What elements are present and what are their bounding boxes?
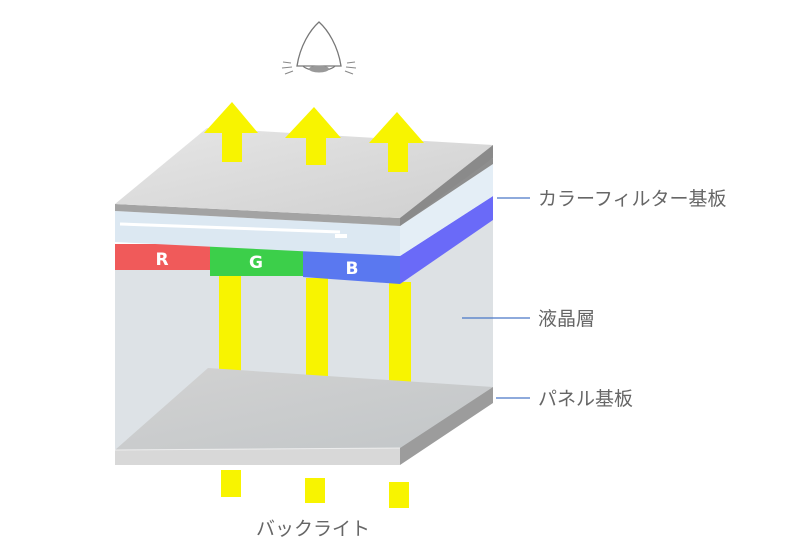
eye-icon: [281, 21, 357, 75]
panel-substrate: [114, 368, 493, 465]
output-arrows: [204, 102, 424, 172]
filter-red: [115, 244, 210, 270]
label-panel: パネル基板: [538, 388, 633, 410]
filter-green: [210, 246, 303, 276]
label-color-filter: カラーフィルター基板: [538, 188, 726, 210]
color-filter-substrate: [115, 128, 493, 256]
color-filter-stripe: R G B: [115, 196, 493, 284]
label-liquid-crystal: 液晶層: [538, 308, 595, 330]
filter-side: [400, 196, 493, 284]
label-backlight: バックライト: [256, 518, 370, 540]
filter-blue-label: B: [346, 259, 359, 279]
filter-green-label: G: [249, 253, 263, 273]
leader-lines: [462, 197, 530, 399]
filter-blue: [303, 249, 400, 284]
filter-red-label: R: [155, 250, 168, 270]
backlight-beams: [221, 470, 409, 508]
